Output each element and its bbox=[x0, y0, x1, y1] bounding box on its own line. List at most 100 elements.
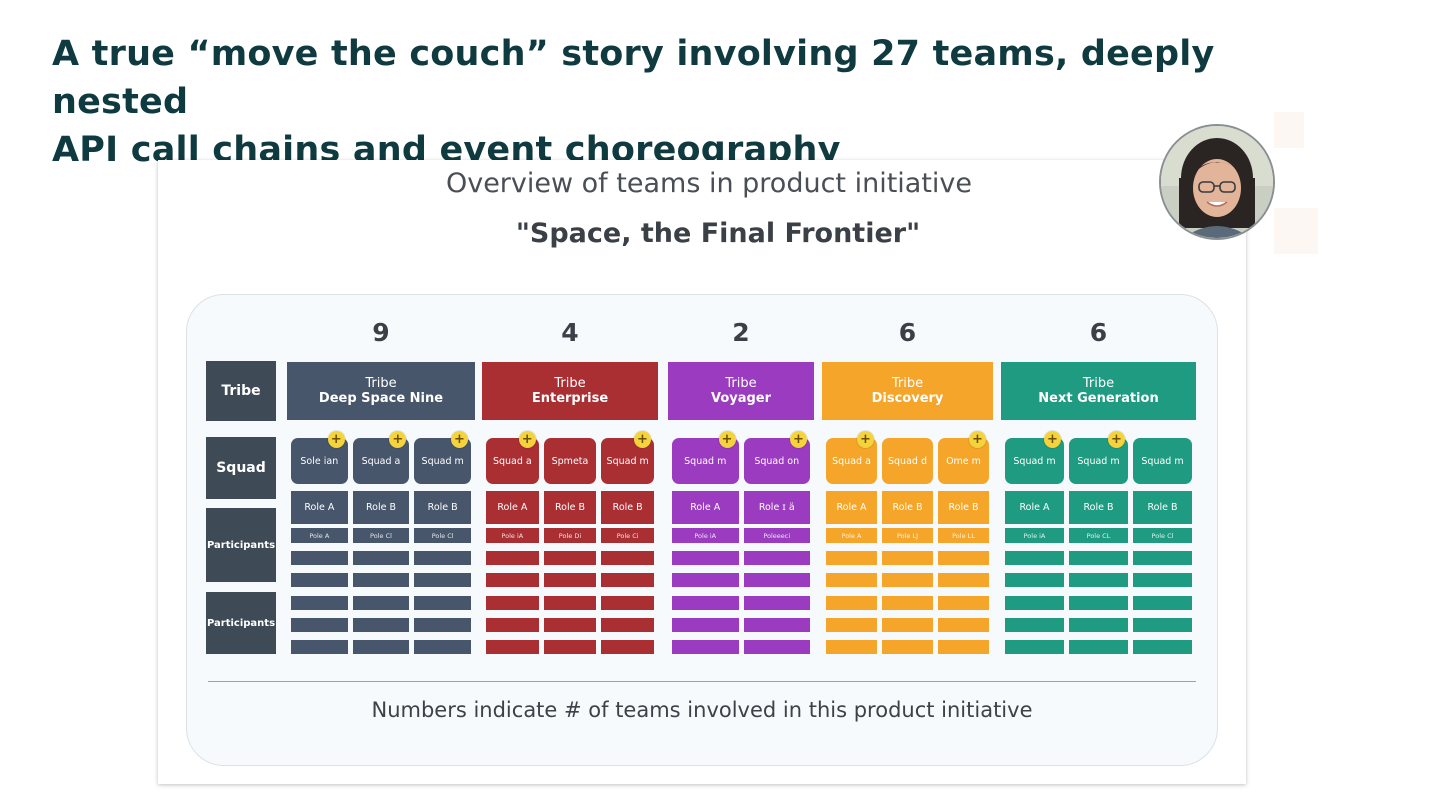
participant-bar bbox=[938, 551, 989, 565]
participant-bar bbox=[414, 618, 471, 632]
add-icon[interactable]: + bbox=[857, 431, 874, 448]
participant-bar bbox=[291, 618, 348, 632]
role-box: Role B bbox=[938, 491, 989, 524]
presenter-avatar bbox=[1159, 124, 1275, 240]
add-icon[interactable]: + bbox=[634, 431, 651, 448]
participant-bar bbox=[601, 640, 654, 654]
participant-bar bbox=[743, 551, 810, 565]
participant-bar bbox=[1133, 573, 1192, 587]
tribe-label: Tribe bbox=[365, 376, 397, 391]
tribe-name: Discovery bbox=[871, 391, 944, 406]
squad-box: Squad m bbox=[1133, 438, 1192, 484]
participant-bar bbox=[882, 640, 933, 654]
tribe-name: Deep Space Nine bbox=[318, 391, 444, 406]
add-icon[interactable]: + bbox=[389, 431, 407, 448]
participant-bar bbox=[743, 640, 810, 654]
role-box: Role B bbox=[601, 491, 654, 524]
role-sub-box: Pole Cl bbox=[352, 528, 410, 543]
role-sub-box: Pole CL bbox=[1069, 528, 1128, 543]
participant-bar bbox=[543, 618, 597, 632]
role-sub-box: Pole iA bbox=[1005, 528, 1064, 543]
row-label-participants-1: Participants bbox=[206, 508, 276, 582]
add-icon[interactable]: + bbox=[790, 431, 807, 448]
role-sub-box: Pole iA bbox=[672, 528, 739, 543]
participant-bar bbox=[352, 640, 410, 654]
add-icon[interactable]: + bbox=[1108, 431, 1125, 448]
row-label-participants-2: Participants bbox=[206, 592, 276, 654]
participant-bar bbox=[291, 573, 348, 587]
participant-bar bbox=[291, 640, 348, 654]
participant-bar bbox=[938, 596, 989, 610]
participant-bar bbox=[1069, 573, 1128, 587]
figure-subheading: "Space, the Final Frontier" bbox=[515, 218, 921, 249]
slide-title-line-1: A true “move the couch” story involving … bbox=[52, 34, 1215, 122]
role-sub-box: Pole A bbox=[826, 528, 877, 543]
participant-bar bbox=[882, 618, 933, 632]
tribe-name: Voyager bbox=[710, 391, 772, 406]
role-sub-box: Pole LJ bbox=[882, 528, 933, 543]
participant-bar bbox=[291, 551, 348, 565]
add-icon[interactable]: + bbox=[518, 431, 536, 448]
add-icon[interactable]: + bbox=[451, 431, 468, 448]
participant-bar bbox=[1069, 618, 1128, 632]
role-box: Role ɪ ä bbox=[743, 491, 810, 524]
presenter-photo-icon bbox=[1161, 126, 1273, 238]
participant-bar bbox=[1133, 596, 1192, 610]
participant-bar bbox=[1005, 618, 1064, 632]
participant-bar bbox=[672, 573, 739, 587]
participant-bar bbox=[672, 618, 739, 632]
tribe-label: Tribe bbox=[891, 376, 924, 391]
role-sub-box: Pole Ci bbox=[601, 528, 654, 543]
role-box: Role B bbox=[1069, 491, 1128, 524]
role-box: Role A bbox=[291, 491, 348, 524]
tribe-label: Tribe bbox=[554, 376, 586, 391]
participant-bar bbox=[826, 640, 877, 654]
participant-bar bbox=[1133, 640, 1192, 654]
tribe-label: Tribe bbox=[725, 376, 757, 391]
role-box: Role A bbox=[1005, 491, 1064, 524]
participant-bar bbox=[543, 551, 597, 565]
add-icon[interactable]: + bbox=[1044, 431, 1061, 448]
participant-bar bbox=[826, 596, 877, 610]
tribe-label: Tribe bbox=[1082, 376, 1115, 391]
role-box: Role A bbox=[826, 491, 877, 524]
participant-bar bbox=[743, 596, 810, 610]
row-label-tribe: Tribe bbox=[206, 361, 276, 421]
participant-bar bbox=[938, 618, 989, 632]
tribe-name: Enterprise bbox=[531, 391, 609, 406]
participant-bar bbox=[543, 573, 597, 587]
add-icon[interactable]: + bbox=[718, 431, 736, 448]
participant-bar bbox=[486, 596, 539, 610]
participant-bar bbox=[486, 573, 539, 587]
participant-bar bbox=[826, 573, 877, 587]
role-box: Role B bbox=[352, 491, 410, 524]
team-count-enterprise: 4 bbox=[561, 318, 579, 347]
participant-bar bbox=[601, 596, 654, 610]
participant-bar bbox=[826, 551, 877, 565]
add-icon[interactable]: + bbox=[327, 431, 345, 448]
participant-bar bbox=[882, 573, 933, 587]
squad-box: Squad d bbox=[882, 438, 933, 484]
participant-bar bbox=[882, 596, 933, 610]
role-box: Role B bbox=[414, 491, 471, 524]
participant-bar bbox=[1005, 551, 1064, 565]
role-box: Role B bbox=[543, 491, 597, 524]
participant-bar bbox=[1133, 618, 1192, 632]
team-count-next-generation: 6 bbox=[1089, 318, 1108, 347]
participant-bar bbox=[486, 640, 539, 654]
role-sub-box: Pole Di bbox=[543, 528, 597, 543]
participant-bar bbox=[352, 551, 410, 565]
role-box: Role A bbox=[672, 491, 739, 524]
participant-bar bbox=[601, 551, 654, 565]
participant-bar bbox=[1133, 551, 1192, 565]
add-icon[interactable]: + bbox=[969, 431, 986, 448]
participant-bar bbox=[743, 618, 810, 632]
participant-bar bbox=[486, 618, 539, 632]
participant-bar bbox=[1069, 551, 1128, 565]
decorative-shape bbox=[1274, 112, 1304, 148]
participant-bar bbox=[414, 573, 471, 587]
participant-bar bbox=[672, 551, 739, 565]
role-sub-box: Pole A bbox=[291, 528, 348, 543]
